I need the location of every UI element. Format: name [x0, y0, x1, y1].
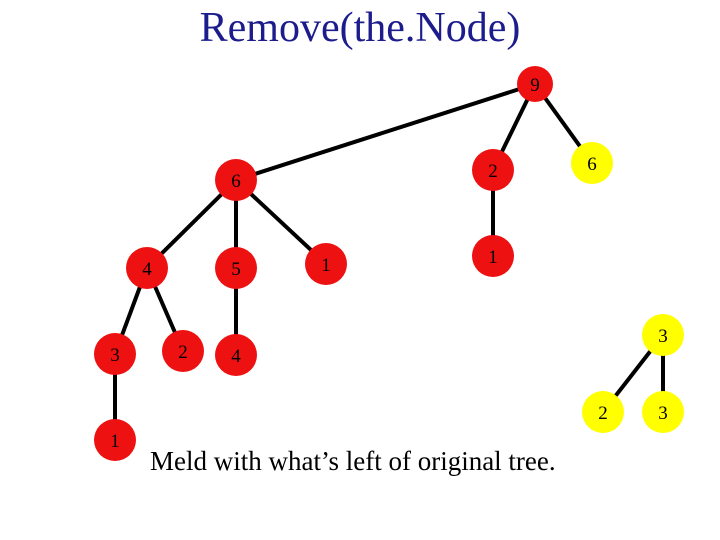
node-label: 3	[658, 403, 668, 424]
node-circle	[94, 333, 136, 375]
node-circle	[642, 314, 684, 356]
node-circle	[472, 149, 514, 191]
tree-node-n3z: 3	[642, 391, 684, 433]
node-circle	[305, 243, 347, 285]
node-label: 2	[598, 403, 608, 424]
node-label: 1	[110, 431, 120, 452]
edges-layer	[113, 82, 665, 440]
tree-node-n1c: 1	[94, 419, 136, 461]
node-circle	[94, 419, 136, 461]
node-label: 4	[231, 346, 241, 367]
node-circle	[162, 330, 204, 372]
tree-node-n2y: 2	[582, 391, 624, 433]
tree-node-n2b: 2	[162, 330, 204, 372]
node-label: 4	[142, 259, 152, 280]
node-circle	[582, 391, 624, 433]
tree-node-n4b: 4	[215, 334, 257, 376]
node-circle	[215, 247, 257, 289]
tree-node-n4a: 4	[126, 247, 168, 289]
nodes-layer: 9 6 2 4 5 1 1 3 2 4 1 6 3 2 3	[94, 66, 684, 461]
node-label: 6	[587, 154, 597, 175]
node-label: 1	[321, 255, 331, 276]
node-label: 3	[110, 345, 120, 366]
node-circle	[571, 142, 613, 184]
node-circle	[215, 159, 257, 201]
node-label: 9	[530, 75, 540, 96]
node-circle	[642, 391, 684, 433]
node-label: 2	[178, 342, 188, 363]
tree-node-n3a: 3	[94, 333, 136, 375]
tree-node-n5: 5	[215, 247, 257, 289]
edge-n9-n6	[235, 82, 536, 182]
tree-node-n2a: 2	[472, 149, 514, 191]
tree-node-n9: 9	[517, 66, 553, 102]
tree-node-n6: 6	[215, 159, 257, 201]
node-label: 3	[658, 326, 668, 347]
node-circle	[517, 66, 553, 102]
node-circle	[126, 247, 168, 289]
node-circle	[215, 334, 257, 376]
slide-title: Remove(the.Node)	[199, 5, 521, 51]
node-label: 1	[488, 247, 498, 268]
node-circle	[472, 235, 514, 277]
node-label: 6	[231, 171, 241, 192]
tree-node-n3y: 3	[642, 314, 684, 356]
tree-node-n1a: 1	[305, 243, 347, 285]
tree-node-n6y: 6	[571, 142, 613, 184]
node-label: 2	[488, 161, 498, 182]
tree-node-n1b: 1	[472, 235, 514, 277]
node-label: 5	[231, 259, 241, 280]
caption-text: Meld with what’s left of original tree.	[150, 446, 556, 476]
